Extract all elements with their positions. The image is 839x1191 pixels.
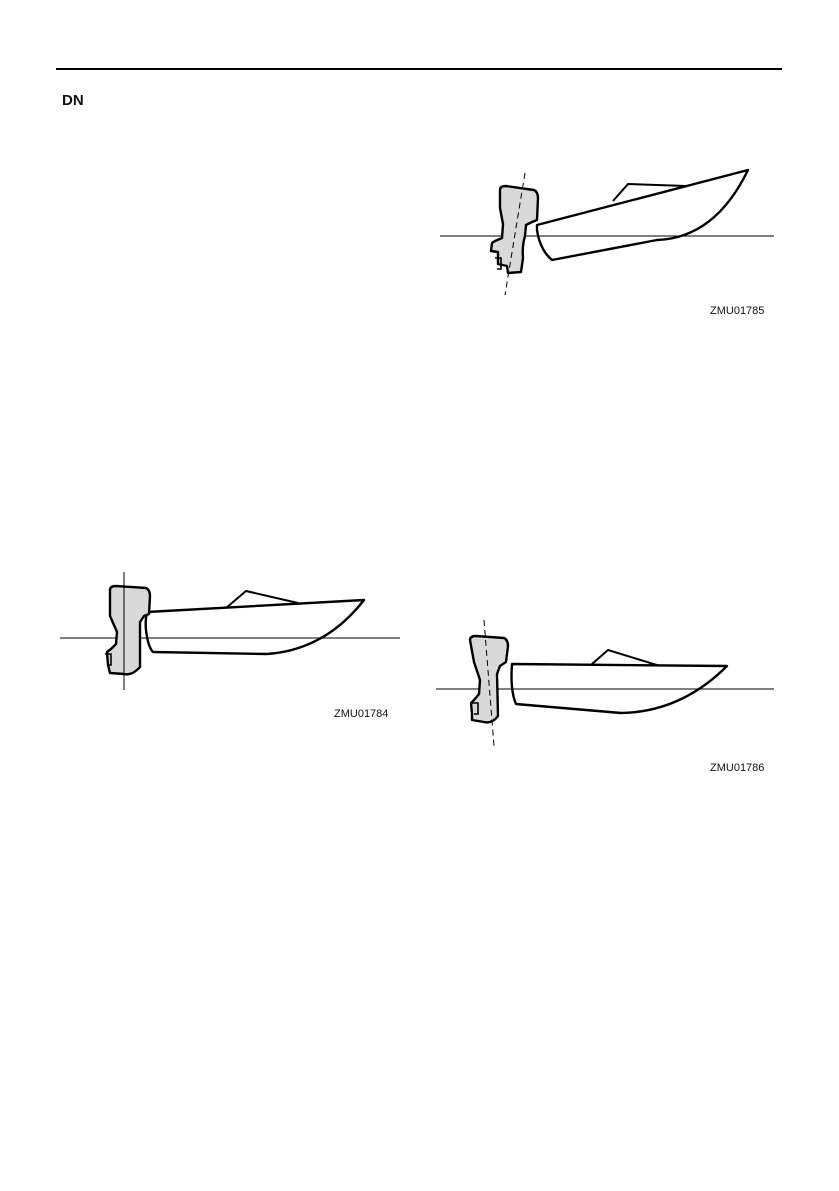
header-rule <box>56 68 782 70</box>
figure-id: ZMU01784 <box>334 708 388 720</box>
figure-trim-down: ZMU01786 <box>436 620 774 780</box>
figure-id: ZMU01785 <box>710 305 764 317</box>
boat-trim-up-illustration <box>440 168 774 298</box>
boat-trim-down-illustration <box>436 620 774 748</box>
boat-trim-neutral-illustration <box>60 572 400 697</box>
figure-trim-up: ZMU01785 <box>440 168 774 318</box>
section-label: DN <box>62 92 84 109</box>
figure-id: ZMU01786 <box>710 762 764 774</box>
figure-trim-neutral: ZMU01784 <box>60 572 400 722</box>
